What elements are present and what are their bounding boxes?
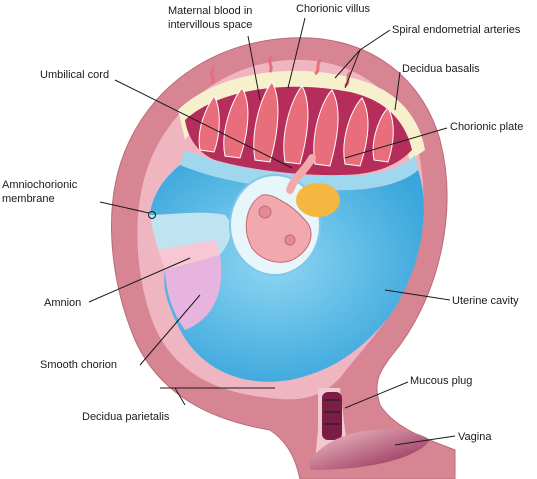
label-amniochorionic-2: membrane [2, 193, 55, 205]
mucous-plug [322, 392, 342, 440]
label-spiral-arteries: Spiral endometrial arteries [392, 24, 521, 36]
label-amnion: Amnion [44, 297, 81, 309]
label-smooth-chorion: Smooth chorion [40, 359, 117, 371]
label-mucous-plug: Mucous plug [410, 375, 472, 387]
label-vagina: Vagina [458, 431, 492, 443]
amniochorionic-ring [148, 211, 156, 219]
embryo [245, 194, 312, 263]
chorionic-plate [180, 150, 418, 191]
label-maternal-blood-2: intervillous space [168, 19, 252, 31]
label-umbilical-cord: Umbilical cord [40, 69, 109, 81]
label-decidua-basalis: Decidua basalis [402, 63, 480, 75]
label-chorionic-plate: Chorionic plate [450, 121, 523, 133]
amnion [158, 240, 220, 270]
smooth-chorion [165, 255, 222, 330]
label-chorionic-villus: Chorionic villus [296, 3, 370, 15]
yolk-sac [296, 183, 340, 217]
label-amniochorionic-1: Amniochorionic [2, 179, 78, 191]
leader-lines [88, 17, 456, 446]
umbilical-cord [286, 154, 316, 194]
label-decidua-parietalis: Decidua parietalis [82, 411, 170, 423]
label-maternal-blood-1: Maternal blood in [168, 5, 252, 17]
vagina [310, 429, 430, 470]
label-uterine-cavity: Uterine cavity [452, 295, 519, 307]
chorionic-villi [198, 81, 394, 167]
